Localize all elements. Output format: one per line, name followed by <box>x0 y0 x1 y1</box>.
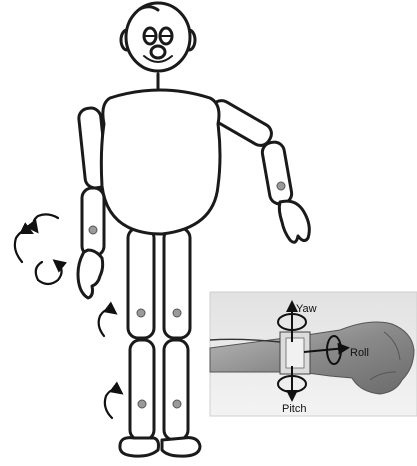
rotation-arrow-icon <box>99 310 114 336</box>
sensor-left-forearm <box>89 226 97 234</box>
sensor-right-shin <box>173 400 181 408</box>
roll-label: Roll <box>350 347 369 359</box>
yaw-label: Yaw <box>296 303 317 315</box>
left-shin <box>130 340 154 440</box>
right-hand <box>279 201 309 242</box>
sensor-left-shin <box>138 400 146 408</box>
sensor-right-forearm <box>277 182 285 190</box>
left-hand <box>78 250 103 298</box>
pitch-label: Pitch <box>282 403 306 415</box>
left-forearm <box>82 188 104 256</box>
left-foot <box>120 438 159 456</box>
wrist-sensor-photo: Yaw Roll Pitch <box>210 292 417 416</box>
rotation-arrow-icon <box>33 214 58 230</box>
torso <box>101 90 220 234</box>
rotation-arrow-icon <box>105 390 120 418</box>
right-foot <box>162 438 200 456</box>
rotation-arrow-icon <box>15 231 30 262</box>
right-forearm <box>261 141 293 206</box>
sensor-left-thigh <box>137 309 145 317</box>
left-thigh <box>128 228 154 338</box>
right-shin <box>164 340 188 440</box>
right-thigh <box>164 228 190 338</box>
head <box>121 3 195 71</box>
rotation-arrow-icon <box>36 262 62 284</box>
sensor-right-thigh <box>173 309 181 317</box>
